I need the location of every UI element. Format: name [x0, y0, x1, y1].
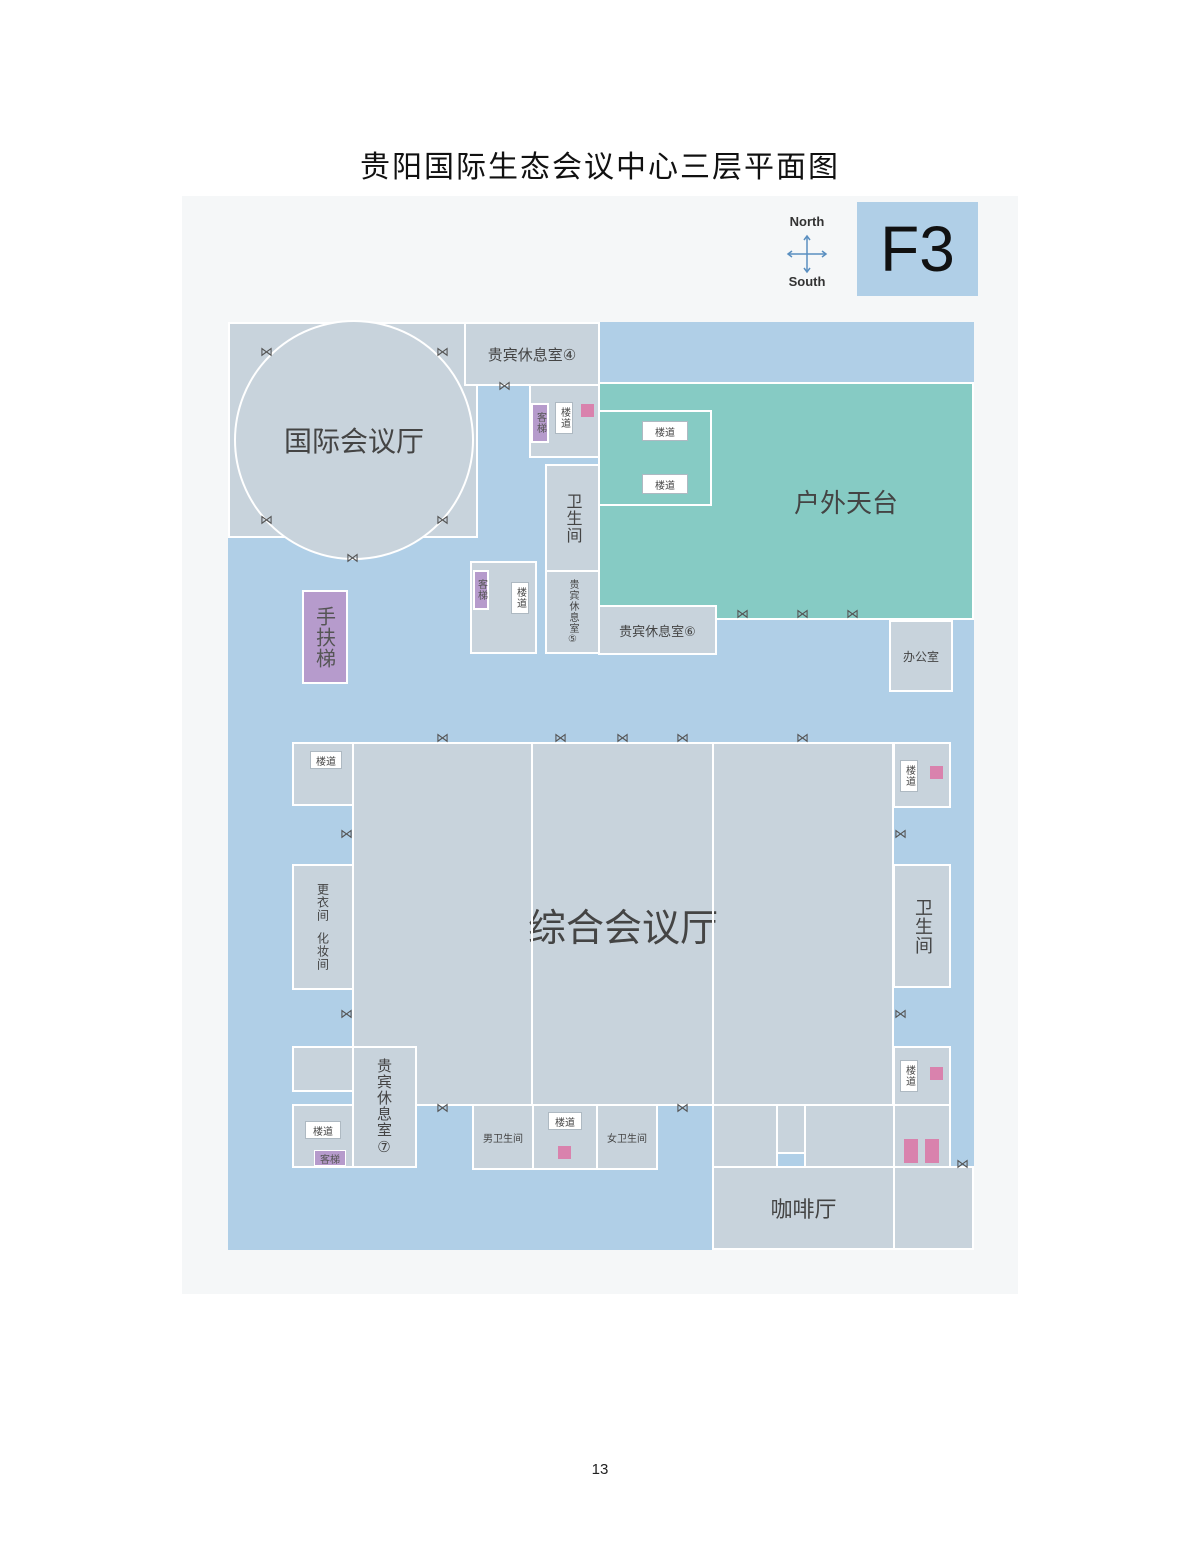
- international-hall[interactable]: 国际会议厅: [234, 320, 474, 560]
- office[interactable]: 办公室: [889, 620, 953, 692]
- marker-east-bottom: [930, 1067, 943, 1080]
- changing-room-label: 更衣间: [315, 883, 330, 922]
- restroom-east[interactable]: 卫生间: [893, 864, 951, 988]
- stairs-middle[interactable]: 楼道: [511, 582, 529, 614]
- door-icon: ⋈: [676, 1101, 689, 1116]
- door-icon: ⋈: [554, 731, 567, 746]
- main-hall-divider-2: [712, 744, 714, 1104]
- service-room-south-a: [712, 1104, 778, 1168]
- door-icon: ⋈: [436, 513, 449, 528]
- cafe[interactable]: 咖啡厅: [712, 1166, 895, 1250]
- stairs-label: 楼道: [655, 427, 675, 439]
- door-icon: ⋈: [736, 607, 749, 622]
- stairs-label: 楼道: [655, 480, 675, 492]
- stairs-label: 楼道: [558, 407, 570, 429]
- door-icon: ⋈: [616, 731, 629, 746]
- door-icon: ⋈: [436, 345, 449, 360]
- stairs-terrace-b[interactable]: 楼道: [642, 474, 688, 494]
- page-title: 贵阳国际生态会议中心三层平面图: [360, 150, 840, 185]
- main-hall[interactable]: 综合会议厅: [352, 742, 894, 1106]
- stairs-label: 楼道: [514, 587, 526, 609]
- door-icon: ⋈: [340, 827, 353, 842]
- restroom-north[interactable]: 卫生间: [545, 464, 600, 572]
- restroom-north-label: 卫生间: [563, 492, 583, 544]
- elevator-lobby-southeast: [893, 1104, 951, 1168]
- door-icon: ⋈: [346, 551, 359, 566]
- storage-west: [292, 1046, 354, 1092]
- vip-lounge-4-label: 贵宾休息室④: [487, 345, 577, 364]
- womens-restroom-label: 女卫生间: [607, 1133, 647, 1145]
- elevator-middle-label: 客梯: [475, 579, 487, 601]
- mens-restroom[interactable]: 男卫生间: [472, 1104, 534, 1170]
- main-hall-label: 综合会议厅: [527, 905, 718, 950]
- stairs-south[interactable]: 楼道: [548, 1112, 582, 1130]
- service-room-south-b: [776, 1104, 806, 1154]
- vip-lounge-6-label: 贵宾休息室⑥: [619, 624, 696, 640]
- elevator-southwest-label: 客梯: [320, 1154, 340, 1166]
- stairs-label: 楼道: [316, 756, 336, 768]
- escalator-label: 手扶梯: [312, 605, 337, 669]
- changing-makeup-room[interactable]: 更衣间 化妆间: [292, 864, 354, 990]
- vip-lounge-5[interactable]: 贵宾休息室⑤: [545, 570, 600, 654]
- elevator-north[interactable]: 客梯: [531, 403, 549, 443]
- elevator-southeast-b: [925, 1139, 939, 1163]
- stairs-east-bottom[interactable]: 楼道: [900, 1060, 918, 1092]
- stairs-label: 楼道: [903, 765, 915, 787]
- stairs-north-a[interactable]: 楼道: [555, 402, 573, 434]
- compass-north-label: North: [789, 214, 825, 229]
- stairs-terrace-a[interactable]: 楼道: [642, 421, 688, 441]
- door-icon: ⋈: [436, 731, 449, 746]
- page-number: 13: [591, 1461, 609, 1478]
- door-icon: ⋈: [796, 607, 809, 622]
- stairs-label: 楼道: [313, 1126, 333, 1138]
- vip-lounge-5-label: 贵宾休息室⑤: [567, 578, 578, 646]
- marker-east-top: [930, 766, 943, 779]
- marker-south: [558, 1146, 571, 1159]
- cafe-label: 咖啡厅: [770, 1198, 837, 1223]
- vip-lounge-7-label: 贵宾休息室⑦: [375, 1057, 393, 1157]
- service-room-southeast: [893, 1166, 974, 1250]
- mens-restroom-label: 男卫生间: [483, 1133, 523, 1145]
- door-icon: ⋈: [894, 1007, 907, 1022]
- compass: North South: [778, 214, 836, 294]
- vip-lounge-6[interactable]: 贵宾休息室⑥: [598, 605, 717, 655]
- door-icon: ⋈: [956, 1157, 969, 1172]
- stairs-east-top[interactable]: 楼道: [900, 760, 918, 792]
- door-icon: ⋈: [676, 731, 689, 746]
- international-hall-label: 国际会议厅: [283, 425, 424, 458]
- door-icon: ⋈: [260, 513, 273, 528]
- outdoor-terrace-label: 户外天台: [793, 488, 898, 519]
- door-icon: ⋈: [260, 345, 273, 360]
- compass-arrows-icon: [786, 234, 828, 274]
- service-room-south-c: [804, 1104, 895, 1168]
- womens-restroom[interactable]: 女卫生间: [596, 1104, 658, 1170]
- makeup-room-label: 化妆间: [315, 932, 330, 971]
- restroom-east-label: 卫生间: [912, 897, 933, 955]
- door-icon: ⋈: [340, 1007, 353, 1022]
- compass-south-label: South: [788, 274, 826, 289]
- elevator-middle[interactable]: 客梯: [473, 570, 489, 610]
- elevator-southeast-a: [904, 1139, 918, 1163]
- escalator[interactable]: 手扶梯: [302, 590, 348, 684]
- door-icon: ⋈: [894, 827, 907, 842]
- door-icon: ⋈: [796, 731, 809, 746]
- elevator-north-label: 客梯: [534, 412, 546, 434]
- vip-lounge-4[interactable]: 贵宾休息室④: [464, 322, 600, 386]
- office-label: 办公室: [902, 649, 939, 664]
- door-icon: ⋈: [846, 607, 859, 622]
- door-icon: ⋈: [436, 1101, 449, 1116]
- stairs-label: 楼道: [555, 1117, 575, 1129]
- door-icon: ⋈: [498, 379, 511, 394]
- marker-north: [581, 404, 594, 417]
- stairs-label: 楼道: [903, 1065, 915, 1087]
- stairs-west-top[interactable]: 楼道: [310, 751, 342, 769]
- vip-lounge-7[interactable]: 贵宾休息室⑦: [352, 1046, 417, 1168]
- stairs-southwest[interactable]: 楼道: [305, 1121, 341, 1139]
- elevator-southwest[interactable]: 客梯: [314, 1150, 346, 1166]
- floor-badge: F3: [857, 202, 978, 296]
- main-hall-divider-1: [531, 744, 533, 1104]
